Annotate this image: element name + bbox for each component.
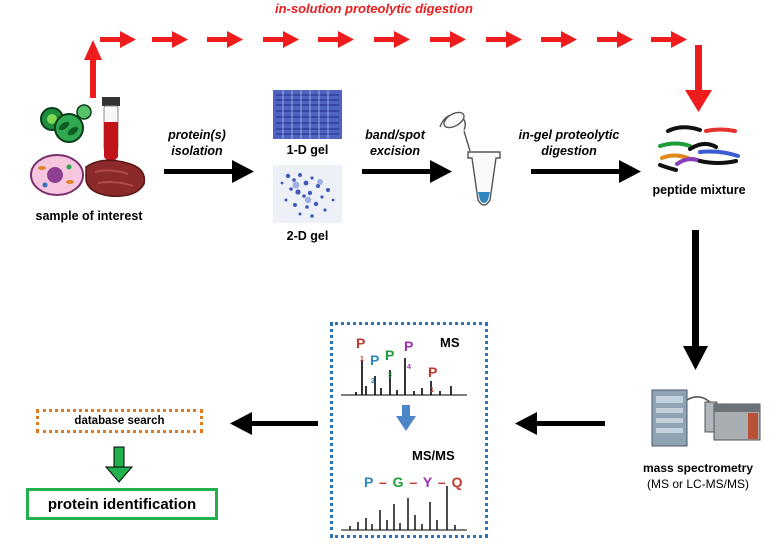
mass-spectrometry-line1: mass spectrometry bbox=[642, 461, 754, 475]
2d-gel-image bbox=[273, 165, 342, 223]
sequence-residue: P bbox=[364, 474, 375, 490]
1d-gel-image bbox=[273, 90, 342, 139]
ms-panel-title: MS bbox=[440, 335, 460, 350]
tissue-icon bbox=[85, 159, 146, 197]
msms-panel-title: MS/MS bbox=[412, 448, 455, 463]
ms-analysis-panel bbox=[330, 322, 488, 538]
isolation-label-line2: isolation bbox=[171, 144, 223, 158]
green-down-arrow bbox=[104, 446, 134, 483]
sequence-residue: Y bbox=[422, 474, 433, 490]
mass-spectrometer-icon bbox=[651, 389, 761, 447]
protein-identification-box: protein identification bbox=[26, 488, 218, 520]
ms-peak-number: 2 bbox=[371, 378, 375, 385]
microbe-icon bbox=[40, 104, 92, 143]
red-arrow-chain bbox=[100, 31, 687, 48]
main-process-arrows bbox=[164, 160, 708, 435]
eppendorf-tube-icon bbox=[439, 111, 501, 206]
in-solution-digestion-label: in-solution proteolytic digestion bbox=[275, 1, 473, 16]
ms-peak-letter: P bbox=[404, 338, 414, 354]
blue-down-arrow bbox=[396, 405, 416, 431]
in-gel-digestion-line1: in-gel proteolytic bbox=[518, 128, 620, 142]
isolation-label: protein(s) isolation bbox=[160, 127, 234, 159]
in-gel-digestion-line2: digestion bbox=[541, 144, 597, 158]
ms-peak-number: 1 bbox=[430, 387, 434, 394]
protein-identification-label: protein identification bbox=[47, 495, 197, 513]
ms-peak-number: 4 bbox=[407, 364, 411, 371]
database-search-label: database search bbox=[74, 415, 165, 427]
ms-peak-number: 3 bbox=[388, 372, 392, 379]
ms-peak-letter: P bbox=[356, 335, 366, 351]
sequence-separator: – bbox=[437, 474, 447, 490]
sample-illustration bbox=[30, 97, 146, 197]
mass-spectrometry-line2: (MS or LC-MS/MS) bbox=[647, 477, 749, 491]
ms-peak-letter: P bbox=[428, 364, 438, 380]
excision-label: band/spot excision bbox=[358, 127, 432, 159]
ms-spectrum bbox=[341, 358, 467, 396]
sequence-separator: – bbox=[409, 474, 419, 490]
excision-label-line1: band/spot bbox=[365, 128, 425, 142]
sequence-residue: G bbox=[392, 474, 405, 490]
2d-gel-label: 2-D gel bbox=[286, 229, 329, 243]
sample-label: sample of interest bbox=[35, 209, 143, 223]
1d-gel-label: 1-D gel bbox=[286, 143, 329, 157]
cell-icon bbox=[30, 154, 84, 196]
isolation-label-line1: protein(s) bbox=[168, 128, 226, 142]
msms-spectrum bbox=[341, 486, 467, 531]
peptide-sequence: P – G – Y – Q bbox=[364, 474, 463, 490]
blood-tube-icon bbox=[102, 97, 120, 162]
peptide-mixture-label: peptide mixture bbox=[652, 183, 746, 197]
in-gel-digestion-label: in-gel proteolytic digestion bbox=[505, 127, 633, 159]
peptide-mixture-icon bbox=[658, 125, 740, 172]
ms-peak-letter: P bbox=[370, 352, 380, 368]
ms-peak-letter: P bbox=[385, 347, 395, 363]
sequence-separator: – bbox=[378, 474, 388, 490]
mass-spectrometry-label: mass spectrometry (MS or LC-MS/MS) bbox=[628, 460, 768, 492]
database-search-box: database search bbox=[36, 409, 203, 433]
ms-peak-number: 1 bbox=[360, 356, 364, 363]
excision-label-line2: excision bbox=[369, 144, 421, 158]
sequence-residue: Q bbox=[451, 474, 464, 490]
in-solution-route-arrows bbox=[84, 31, 712, 112]
